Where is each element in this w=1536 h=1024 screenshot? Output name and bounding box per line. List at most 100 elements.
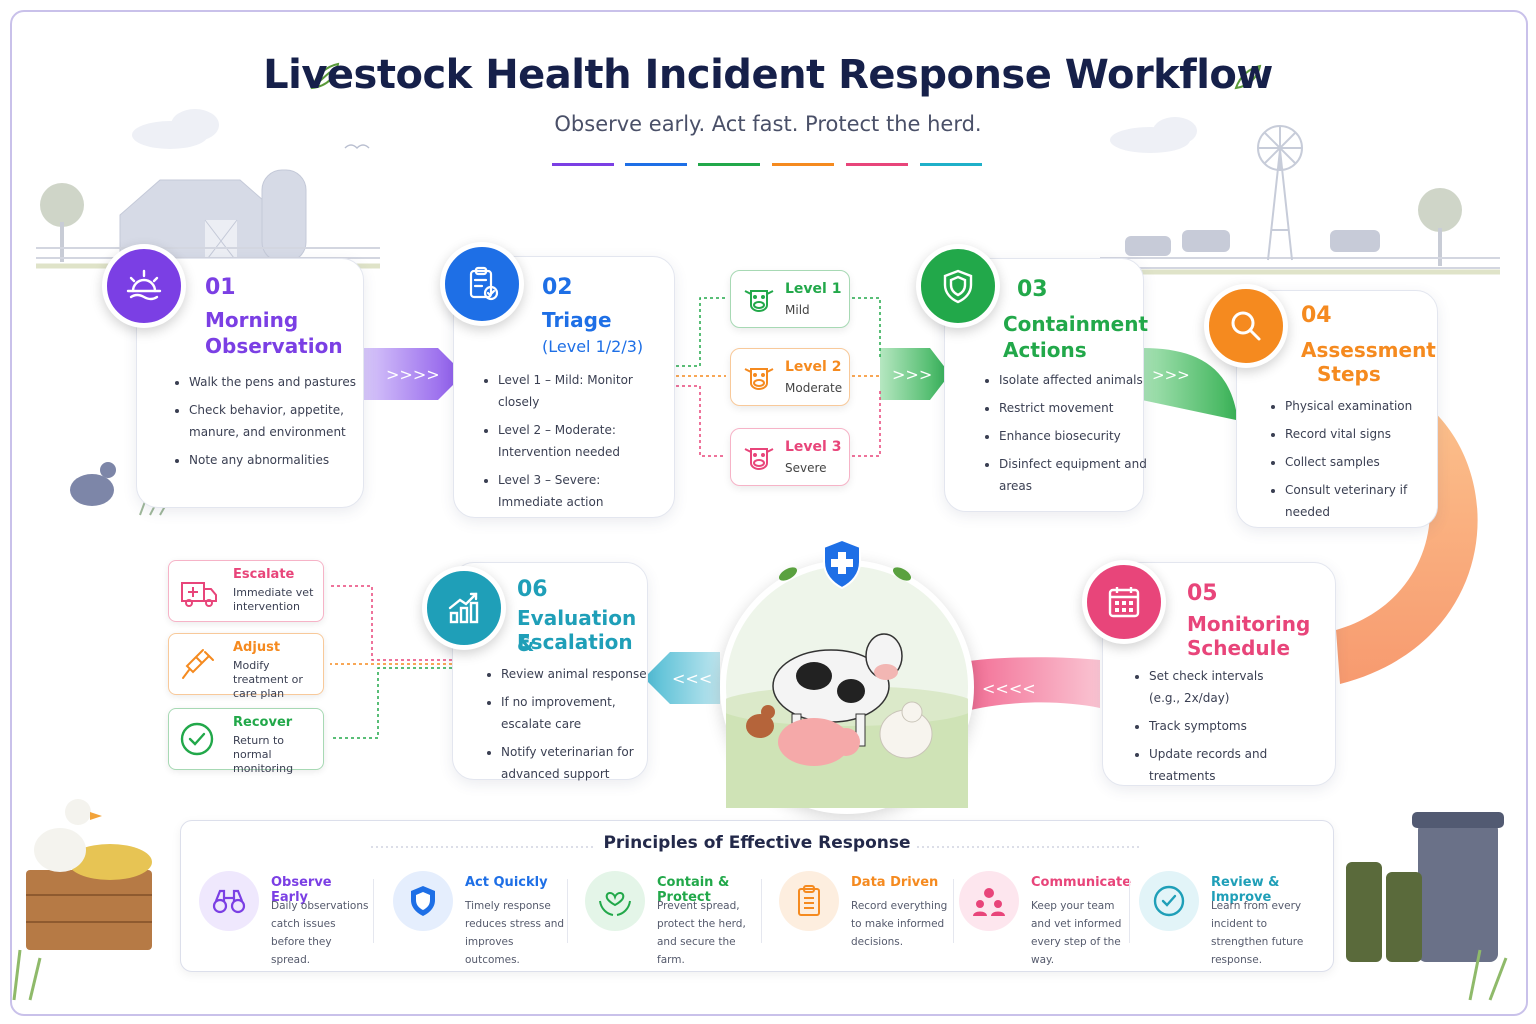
- step-03-number: 03: [1017, 277, 1048, 302]
- divider: [567, 879, 568, 943]
- step-02-subtitle: (Level 1/2/3): [542, 337, 644, 356]
- principle-act-quickly: Act Quickly Timely response reduces stre…: [375, 869, 565, 966]
- outcome-recover-sub: Return to normal monitoring: [233, 734, 294, 775]
- page-subtitle: Observe early. Act fast. Protect the her…: [554, 112, 982, 136]
- outcome-adjust-sub: Modify treatment or care plan: [233, 659, 303, 700]
- clipboard-check-icon: [440, 242, 524, 326]
- sunrise-icon: [102, 244, 186, 328]
- page-title: Livestock Health Incident Response Workf…: [263, 52, 1273, 98]
- principle-desc: Daily observations catch issues before t…: [271, 900, 369, 966]
- principle-title: Communicate: [1031, 875, 1132, 890]
- divider: [953, 879, 954, 943]
- check-circle-icon: [180, 722, 214, 756]
- principle-observe-early: Observe Early Daily observations catch i…: [181, 869, 371, 966]
- step-01-card: 01 Morning Observation Walk the pens and…: [136, 258, 364, 508]
- clipboard-icon: [779, 871, 839, 931]
- arrow-hub-to-06: [644, 652, 720, 704]
- team-icon: [959, 871, 1019, 931]
- outcome-escalate: Escalate Immediate vet intervention: [168, 560, 324, 622]
- cow-head-icon: [744, 290, 774, 312]
- step-03-item: Isolate affected animals: [999, 369, 1149, 391]
- syringe-icon: [182, 649, 214, 679]
- outcome-escalate-sub: Immediate vet intervention: [233, 586, 314, 613]
- svg-text:>>>: >>>: [1152, 366, 1190, 384]
- step-06-number: 06: [517, 577, 548, 602]
- principle-desc: Keep your team and vet informed every st…: [1031, 900, 1122, 966]
- arrow-01-to-02: [364, 348, 464, 400]
- step-05-item: Track symptoms: [1149, 715, 1279, 737]
- step-03-title: Containment: [1003, 312, 1149, 336]
- step-01-item: Check behavior, appetite, manure, and en…: [189, 399, 359, 443]
- arrow-04-to-05: [1336, 392, 1478, 684]
- step-06-item: If no improvement, escalate care: [501, 691, 651, 735]
- svg-text:<<<: <<<: [672, 669, 712, 688]
- step-05-item: Update records and treatments: [1149, 743, 1279, 787]
- step-05-list: Set check intervals (e.g., 2x/day) Track…: [1133, 665, 1279, 793]
- principle-desc: Learn from every incident to strengthen …: [1211, 900, 1304, 966]
- outcome-adjust: Adjust Modify treatment or care plan: [168, 633, 324, 700]
- growth-chart-icon: [422, 566, 506, 650]
- step-04-item: Collect samples: [1285, 451, 1445, 473]
- step-02-item: Level 3 – Severe: Immediate action: [498, 469, 658, 513]
- step-06-card: 06 Evaluation & Escalation Review animal…: [452, 562, 648, 781]
- leaf-icon-right: [1234, 64, 1262, 90]
- principle-contain-protect: Contain & Protect Prevent spread, protec…: [567, 869, 757, 966]
- level-2-sub: Moderate: [785, 381, 843, 395]
- step-01-number: 01: [205, 275, 236, 300]
- livestock-hub-illustration: [717, 560, 977, 814]
- level-2-box: Level 2 Moderate: [730, 348, 850, 406]
- step-02-item: Level 1 – Mild: Monitor closely: [498, 369, 658, 413]
- step-05-item: Set check intervals (e.g., 2x/day): [1149, 665, 1279, 709]
- step-03-item: Disinfect equipment and areas: [999, 453, 1149, 497]
- step-04-list: Physical examination Record vital signs …: [1269, 395, 1445, 529]
- level-1-sub: Mild: [785, 303, 810, 317]
- step-02-item: Level 2 – Moderate: Intervention needed: [498, 419, 658, 463]
- svg-text:<<<<: <<<<: [982, 679, 1036, 698]
- heart-hands-icon: [585, 871, 645, 931]
- principle-desc: Prevent spread, protect the herd, and se…: [657, 900, 746, 966]
- divider: [761, 879, 762, 943]
- ambulance-icon: [181, 582, 217, 607]
- svg-text:>>>: >>>: [892, 365, 932, 384]
- outcome-escalate-title: Escalate: [233, 567, 295, 582]
- step-06-list: Review animal response If no improvement…: [485, 663, 651, 791]
- principle-desc: Timely response reduces stress and impro…: [465, 900, 565, 966]
- principles-panel: Principles of Effective Response Observe…: [180, 820, 1334, 972]
- step-04-number: 04: [1301, 303, 1332, 328]
- shield-icon: [916, 244, 1000, 328]
- principle-title: Data Driven: [851, 875, 939, 890]
- leaf-icon-left: [310, 62, 340, 90]
- svg-text:>>>>: >>>>: [386, 365, 440, 384]
- cow-head-icon: [744, 368, 774, 390]
- step-02-number: 02: [542, 275, 573, 300]
- step-04-title-line2: Steps: [1317, 362, 1381, 386]
- step-01-title: Morning: [205, 308, 299, 332]
- leaf-sprig-icon: [778, 567, 912, 581]
- step-03-title-line2: Actions: [1003, 338, 1087, 362]
- shield-icon: [393, 871, 453, 931]
- principle-title: Act Quickly: [465, 875, 548, 890]
- principle-data-driven: Data Driven Record everything to make in…: [761, 869, 951, 959]
- cow-head-icon: [744, 448, 774, 470]
- divider: [373, 879, 374, 943]
- level-3-title: Level 3: [785, 439, 842, 455]
- step-01-item: Walk the pens and pastures: [189, 371, 359, 393]
- step-04-title: Assessment: [1301, 338, 1436, 362]
- step-03-item: Enhance biosecurity: [999, 425, 1149, 447]
- arrow-05-to-06-hub: [962, 657, 1100, 712]
- step-02-list: Level 1 – Mild: Monitor closely Level 2 …: [482, 369, 658, 519]
- principle-communicate: Communicate Keep your team and vet infor…: [941, 869, 1132, 966]
- step-06-title-line2: Escalation: [517, 630, 633, 654]
- level-2-title: Level 2: [785, 359, 842, 375]
- check-circle-icon: [1139, 871, 1199, 931]
- principle-desc: Record everything to make informed decis…: [851, 900, 948, 948]
- level-3-box: Level 3 Severe: [730, 428, 850, 486]
- level-3-sub: Severe: [785, 461, 827, 475]
- level-1-box: Level 1 Mild: [730, 270, 850, 328]
- step-06-item: Notify veterinarian for advanced support: [501, 741, 651, 785]
- step-05-title-line2: Schedule: [1187, 636, 1291, 660]
- principle-title: Review & Improve: [1211, 875, 1280, 905]
- outcome-recover-title: Recover: [233, 715, 293, 730]
